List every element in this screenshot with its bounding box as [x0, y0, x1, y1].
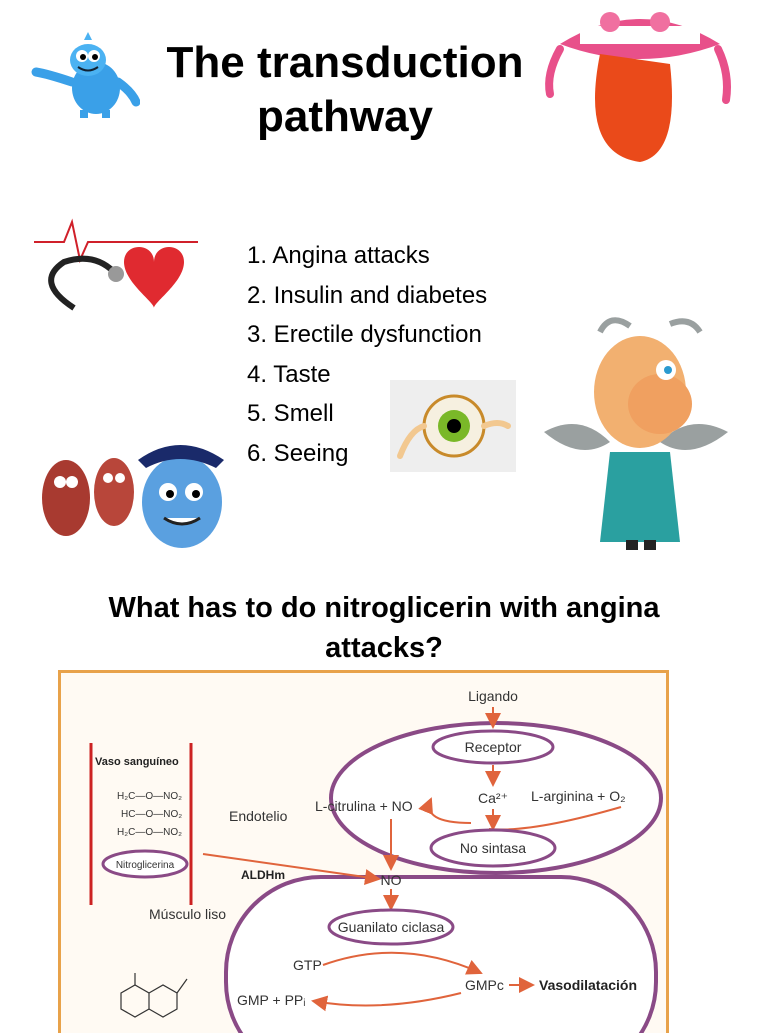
list-item: 1. Angina attacks	[247, 242, 430, 269]
page-title: The transduction pathway	[150, 36, 540, 144]
no-sintasa-oval	[429, 828, 557, 868]
nitroglicerina-oval	[101, 849, 189, 879]
list-item: 2. Insulin and diabetes	[247, 281, 488, 309]
gmpc-label: GMPc	[465, 977, 504, 993]
citrulina-label: L-citrulina + NO	[315, 798, 413, 814]
guanilato-label: Guanilato ciclasa	[338, 919, 445, 935]
gtp-label: GTP	[293, 957, 322, 973]
title-line-2: pathway	[256, 92, 434, 141]
vasodilatacion-label: Vasodilatación	[539, 977, 637, 993]
formula-row: H₂C—O—NO₂	[117, 827, 182, 838]
list-item: 6. Seeing	[247, 439, 349, 467]
musculo-label: Músculo liso	[149, 906, 226, 922]
nitroglycerin-pathway-diagram: Ligando Receptor Ca²⁺ L-arginina + O₂ En…	[58, 670, 669, 1033]
list-item: 3. Erectile dysfunction	[247, 321, 482, 348]
endotelio-label: Endotelio	[229, 808, 288, 824]
eye-character-illustration	[390, 380, 516, 472]
sildenafil-structure	[120, 973, 188, 1018]
no-sintasa-label: No sintasa	[460, 840, 526, 856]
question-line-1: What has to do nitroglicerin with angina	[108, 592, 660, 624]
question-line-2: attacks?	[325, 632, 443, 664]
aldhm-label: ALDHm	[241, 868, 285, 882]
blue-mascot-illustration	[31, 32, 140, 118]
vaso-label: Vaso sanguíneo	[95, 756, 179, 768]
heart-stethoscope-illustration	[34, 218, 198, 311]
nitroglicerina-label: Nitroglicerina	[116, 860, 175, 871]
gmp-label: GMP + PPᵢ	[237, 992, 305, 1008]
smooth-muscle-cell-oval	[224, 875, 658, 1033]
receptor-oval	[431, 729, 555, 765]
question-heading: What has to do nitroglicerin with angina…	[20, 588, 748, 668]
no-label: NO	[381, 872, 402, 888]
ligando-label: Ligando	[468, 688, 518, 704]
formula-row: HC—O—NO₂	[121, 809, 182, 820]
mouth-tongue-illustration	[545, 12, 731, 162]
receptor-label: Receptor	[465, 739, 522, 755]
topic-list: 1. Angina attacks 2. Insulin and diabete…	[247, 236, 487, 473]
professor-nose-illustration	[544, 317, 728, 550]
list-item: 5. Smell	[247, 400, 334, 427]
calcium-label: Ca²⁺	[478, 790, 508, 806]
arginina-label: L-arginina + O₂	[531, 788, 626, 804]
guanilato-oval	[327, 908, 455, 946]
formula-row: H₂C—O—NO₂	[117, 791, 182, 802]
title-line-1: The transduction	[166, 38, 524, 87]
list-item: 4. Taste	[247, 360, 331, 388]
organ-characters-illustration	[42, 445, 224, 548]
